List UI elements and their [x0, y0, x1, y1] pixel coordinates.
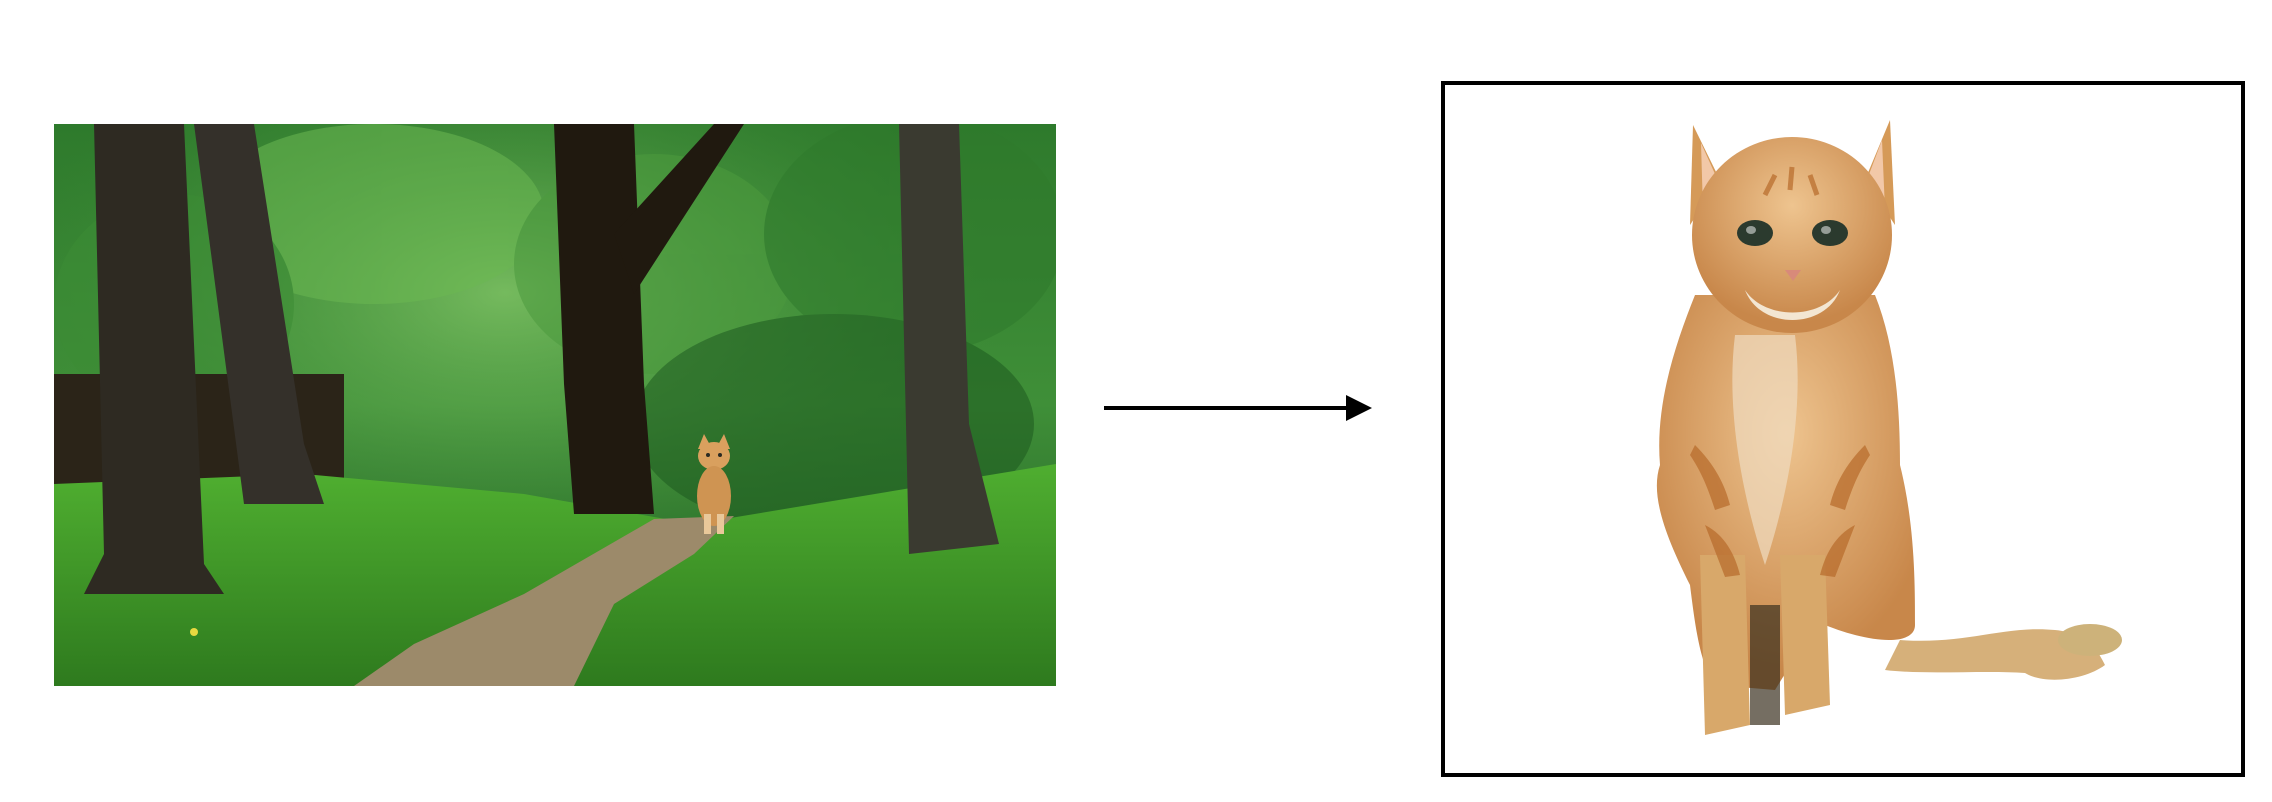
dirt-path [354, 516, 734, 686]
tree-trunk-2 [194, 124, 324, 504]
cat-head [1690, 120, 1895, 333]
forest-scene [54, 124, 1056, 686]
tree-branch-3 [614, 124, 744, 294]
cat-tail [1885, 629, 2105, 680]
arrow-right-icon [1346, 395, 1372, 421]
small-cat [697, 434, 731, 534]
cat-leg-left [1700, 555, 1750, 735]
tree-trunk-1 [84, 124, 224, 594]
cutout-cat [1656, 120, 2122, 735]
arrow-connector [1100, 393, 1375, 423]
grass-left [54, 474, 694, 686]
source-photo [54, 124, 1056, 686]
tree-trunk-4 [899, 124, 999, 554]
cat-leg-right [1780, 555, 1830, 715]
cat-stripes [1690, 445, 1870, 577]
result-frame [1441, 81, 2245, 777]
